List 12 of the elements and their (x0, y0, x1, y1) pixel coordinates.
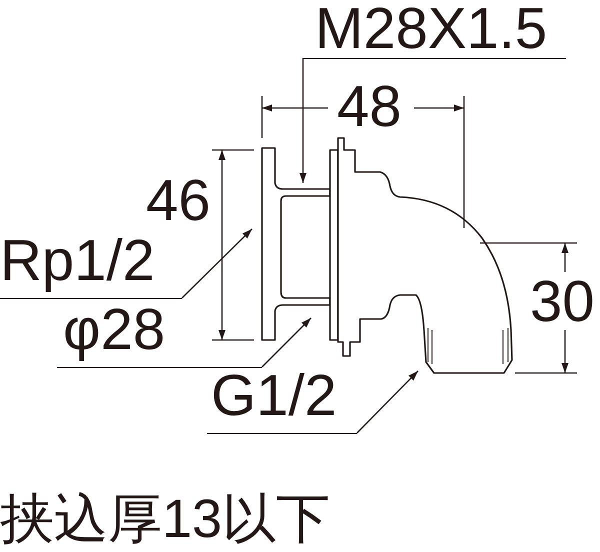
callout-label: G1/2 (207, 367, 357, 434)
dimension-label: 48 (337, 78, 402, 136)
leader-line (182, 228, 252, 298)
note-text: 挟込厚13以下 (0, 492, 330, 546)
leader-line (356, 370, 418, 434)
callout-label: M28X1.5 (303, 0, 566, 59)
leader-line (300, 58, 306, 183)
leader-line (262, 318, 312, 368)
dimension-label: 46 (146, 172, 211, 230)
callout-label: Rp1/2 (0, 232, 182, 299)
dimension-label: 30 (530, 273, 595, 331)
callout-label: φ28 (57, 301, 262, 368)
